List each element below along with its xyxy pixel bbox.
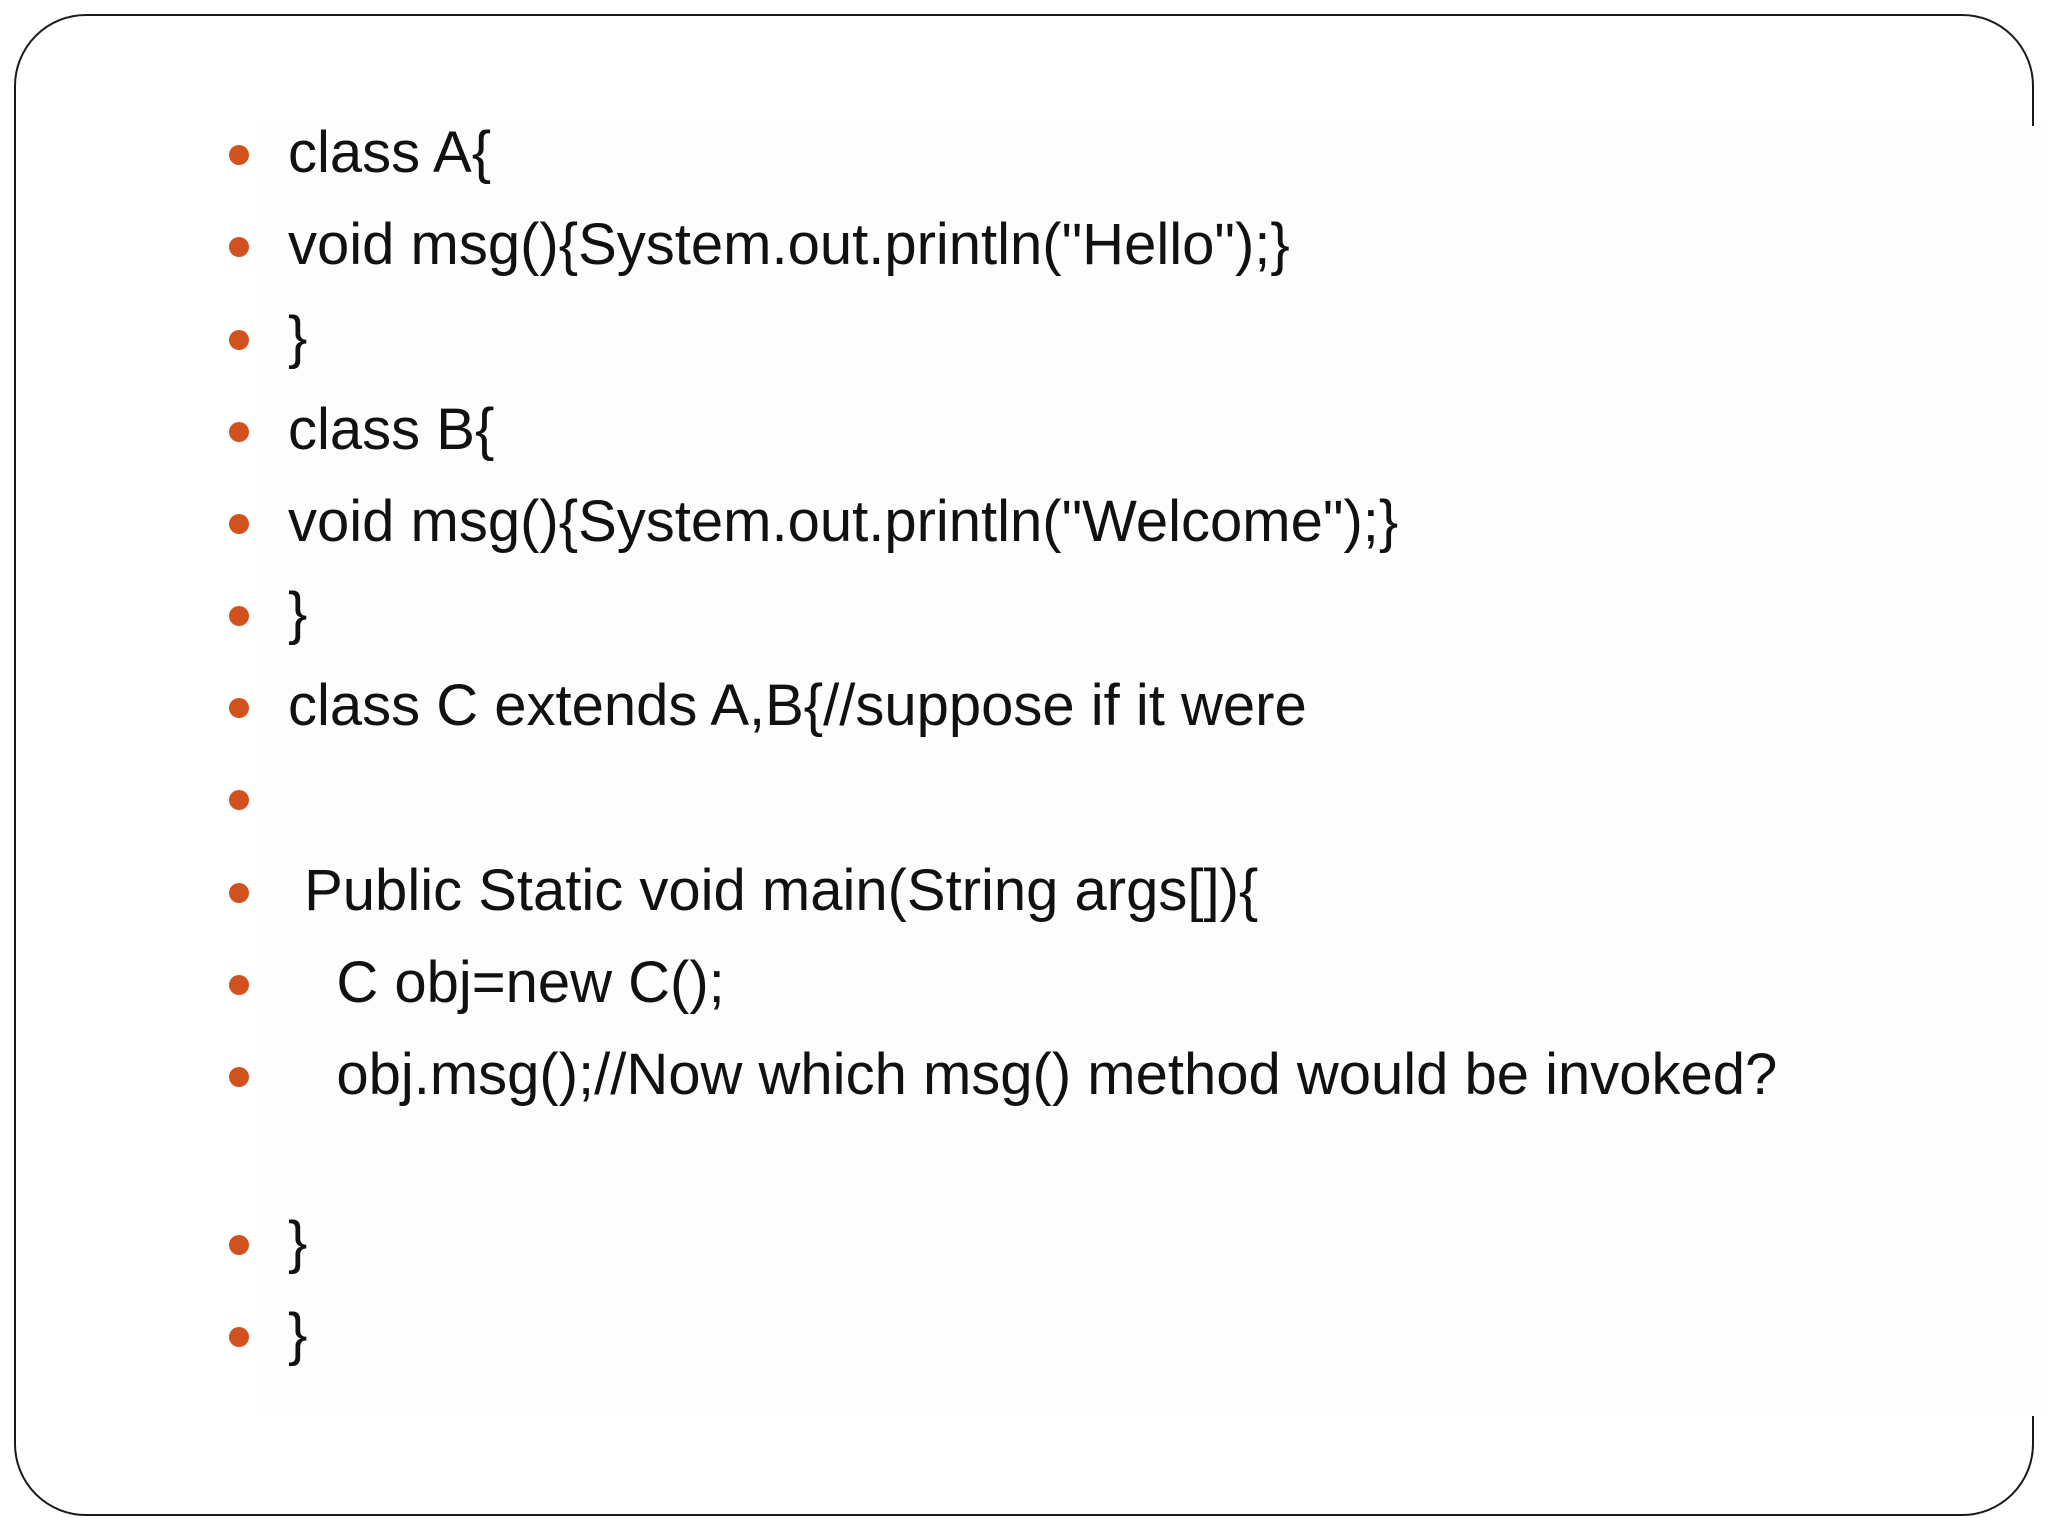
bullet-dot-icon [229,514,249,534]
bullet-dot-icon [229,145,249,165]
bullet-text: } [288,1210,308,1275]
bullet-item: obj.msg();//Now which msg() method would… [0,1035,2048,1115]
bullet-dot-icon [229,1327,249,1347]
bullet-text: Public Static void main(String args[]){ [288,858,1259,923]
bullet-text: obj.msg();//Now which msg() method would… [288,1042,1778,1107]
bullet-dot-icon [229,1235,249,1255]
bullet-dot-icon [229,698,249,718]
bullet-item: C obj=new C(); [0,943,2048,1023]
bullet-dot-icon [229,606,249,626]
bullet-text: void msg(){System.out.println("Welcome")… [288,489,1399,554]
bullet-text: } [288,581,308,646]
bullet-text: class B{ [288,397,495,462]
bullet-text: class C extends A,B{//suppose if it were [288,673,1307,738]
bullet-text: class A{ [288,120,492,185]
bullet-item: Public Static void main(String args[]){ [0,851,2048,931]
bullet-dot-icon [229,975,249,995]
content-area [256,126,2048,1416]
bullet-item: void msg(){System.out.println("Welcome")… [0,482,2048,562]
bullet-text: C obj=new C(); [288,950,725,1015]
bullet-item: class C extends A,B{//suppose if it were [0,666,2048,746]
bullet-text: } [288,305,308,370]
bullet-item: } [0,1295,2048,1375]
bullet-item: } [0,298,2048,378]
bullet-item: void msg(){System.out.println("Hello");} [0,205,2048,285]
bullet-dot-icon [229,790,249,810]
bullet-item: class B{ [0,390,2048,470]
slide-frame [14,14,2048,1516]
bullet-dot-icon [229,883,249,903]
bullet-text: } [288,1302,308,1367]
bullet-item: class A{ [0,113,2048,193]
bullet-dot-icon [229,422,249,442]
bullet-item [0,758,2048,838]
bullet-dot-icon [229,237,249,257]
bullet-item: } [0,574,2048,654]
bullet-dot-icon [229,330,249,350]
bullet-text: void msg(){System.out.println("Hello");} [288,212,1290,277]
bullet-dot-icon [229,1067,249,1087]
bullet-item: } [0,1203,2048,1283]
